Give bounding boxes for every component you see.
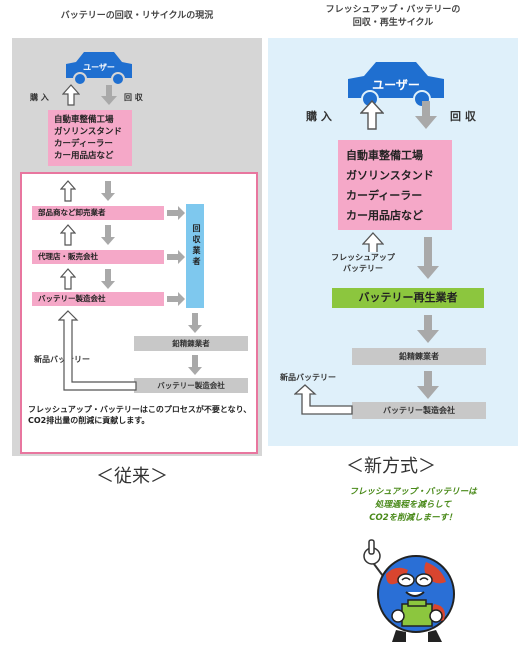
mascot-message-line: CO2を削減しまーす！ xyxy=(369,513,457,523)
freshup-line: バッテリー xyxy=(343,264,383,273)
right-caption: ＜新方式＞ xyxy=(346,456,436,477)
right-arrow-icon xyxy=(167,206,185,220)
recycler-box: バッテリー再生業者 xyxy=(332,288,484,308)
new-battery-arrow-icon xyxy=(294,384,353,415)
right-title-line: フレッシュアップ・バッテリーの xyxy=(325,5,461,15)
down-arrow-icon xyxy=(101,181,115,201)
shop-item: カーディーラー xyxy=(54,139,113,149)
mascot-message-line: 処理過程を減らして xyxy=(374,500,452,510)
user-label: ユーザー xyxy=(372,78,420,92)
up-arrow-icon xyxy=(60,180,76,202)
new-battery-label: 新品バッテリー xyxy=(34,355,90,364)
buy-arrow-icon xyxy=(62,84,80,106)
freshup-line: フレッシュアップ xyxy=(331,253,395,262)
down-arrow-icon xyxy=(101,225,115,245)
shop-item: カー用品店など xyxy=(346,209,423,222)
buy-label: 購 入 xyxy=(30,93,49,102)
shop-item: カーディーラー xyxy=(346,189,423,202)
collect-label: 回 収 xyxy=(450,110,476,123)
right-panel xyxy=(268,38,518,446)
shop-item: ガソリンスタンド xyxy=(54,127,122,137)
manufacturer2-box: バッテリー製造会社 xyxy=(134,378,248,393)
left-note: フレッシュアップ・バッテリーはこのプロセスが不要となり、CO2排出量の削減に貢献… xyxy=(28,405,252,425)
collect-arrow-icon xyxy=(101,85,117,105)
collect-arrow-icon xyxy=(415,101,437,129)
down-arrow-icon xyxy=(417,371,439,399)
freshup-label: フレッシュアップ バッテリー xyxy=(328,252,398,274)
down-arrow-icon xyxy=(188,313,202,333)
collect-label: 回 収 xyxy=(124,93,143,102)
shop-item: ガソリンスタンド xyxy=(346,169,434,182)
left-panel-title: バッテリーの回収・リサイクルの現況 xyxy=(60,11,214,21)
down-arrow-icon xyxy=(188,355,202,375)
dealer-box: 代理店・販売会社 xyxy=(32,250,164,264)
down-arrow-icon xyxy=(417,237,439,279)
shops-box: 自動車整備工場 ガソリンスタンド カーディーラー カー用品店など xyxy=(338,140,452,230)
up-arrow-icon xyxy=(60,268,76,290)
new-battery-label: 新品バッテリー xyxy=(280,373,336,382)
shop-item: 自動車整備工場 xyxy=(346,149,423,162)
buy-label: 購 入 xyxy=(306,110,332,123)
mascot-message-line: フレッシュアップ・バッテリーは xyxy=(349,487,477,497)
collector-label: 回収業者 xyxy=(192,224,201,268)
right-panel-title: フレッシュアップ・バッテリーの 回収・再生サイクル xyxy=(268,4,518,30)
down-arrow-icon xyxy=(101,269,115,289)
wholesaler-box: 部品商など卸売業者 xyxy=(32,206,164,220)
down-arrow-icon xyxy=(417,315,439,343)
right-arrow-icon xyxy=(167,250,185,264)
shops-box: 自動車整備工場 ガソリンスタンド カーディーラー カー用品店など xyxy=(48,110,132,166)
user-label: ユーザー xyxy=(83,63,115,72)
manufacturer-box: バッテリー製造会社 xyxy=(352,402,486,419)
shop-item: カー用品店など xyxy=(54,151,114,161)
new-battery-arrow-icon xyxy=(58,310,137,391)
mascot-message: フレッシュアップ・バッテリーは 処理過程を減らして CO2を削減しまーす！ xyxy=(318,486,508,525)
collector-bar xyxy=(186,204,204,308)
manufacturer-box: バッテリー製造会社 xyxy=(32,292,164,306)
up-arrow-icon xyxy=(60,224,76,246)
shop-item: 自動車整備工場 xyxy=(54,115,114,125)
earth-mascot-icon xyxy=(363,539,455,642)
buy-arrow-icon xyxy=(360,100,384,130)
left-caption: ＜従来＞ xyxy=(96,466,168,487)
right-title-line: 回収・再生サイクル xyxy=(352,18,434,28)
smelter-box: 鉛精錬業者 xyxy=(134,336,248,351)
user-car-icon xyxy=(66,52,132,86)
smelter-box: 鉛精錬業者 xyxy=(352,348,486,365)
right-arrow-icon xyxy=(167,292,185,306)
